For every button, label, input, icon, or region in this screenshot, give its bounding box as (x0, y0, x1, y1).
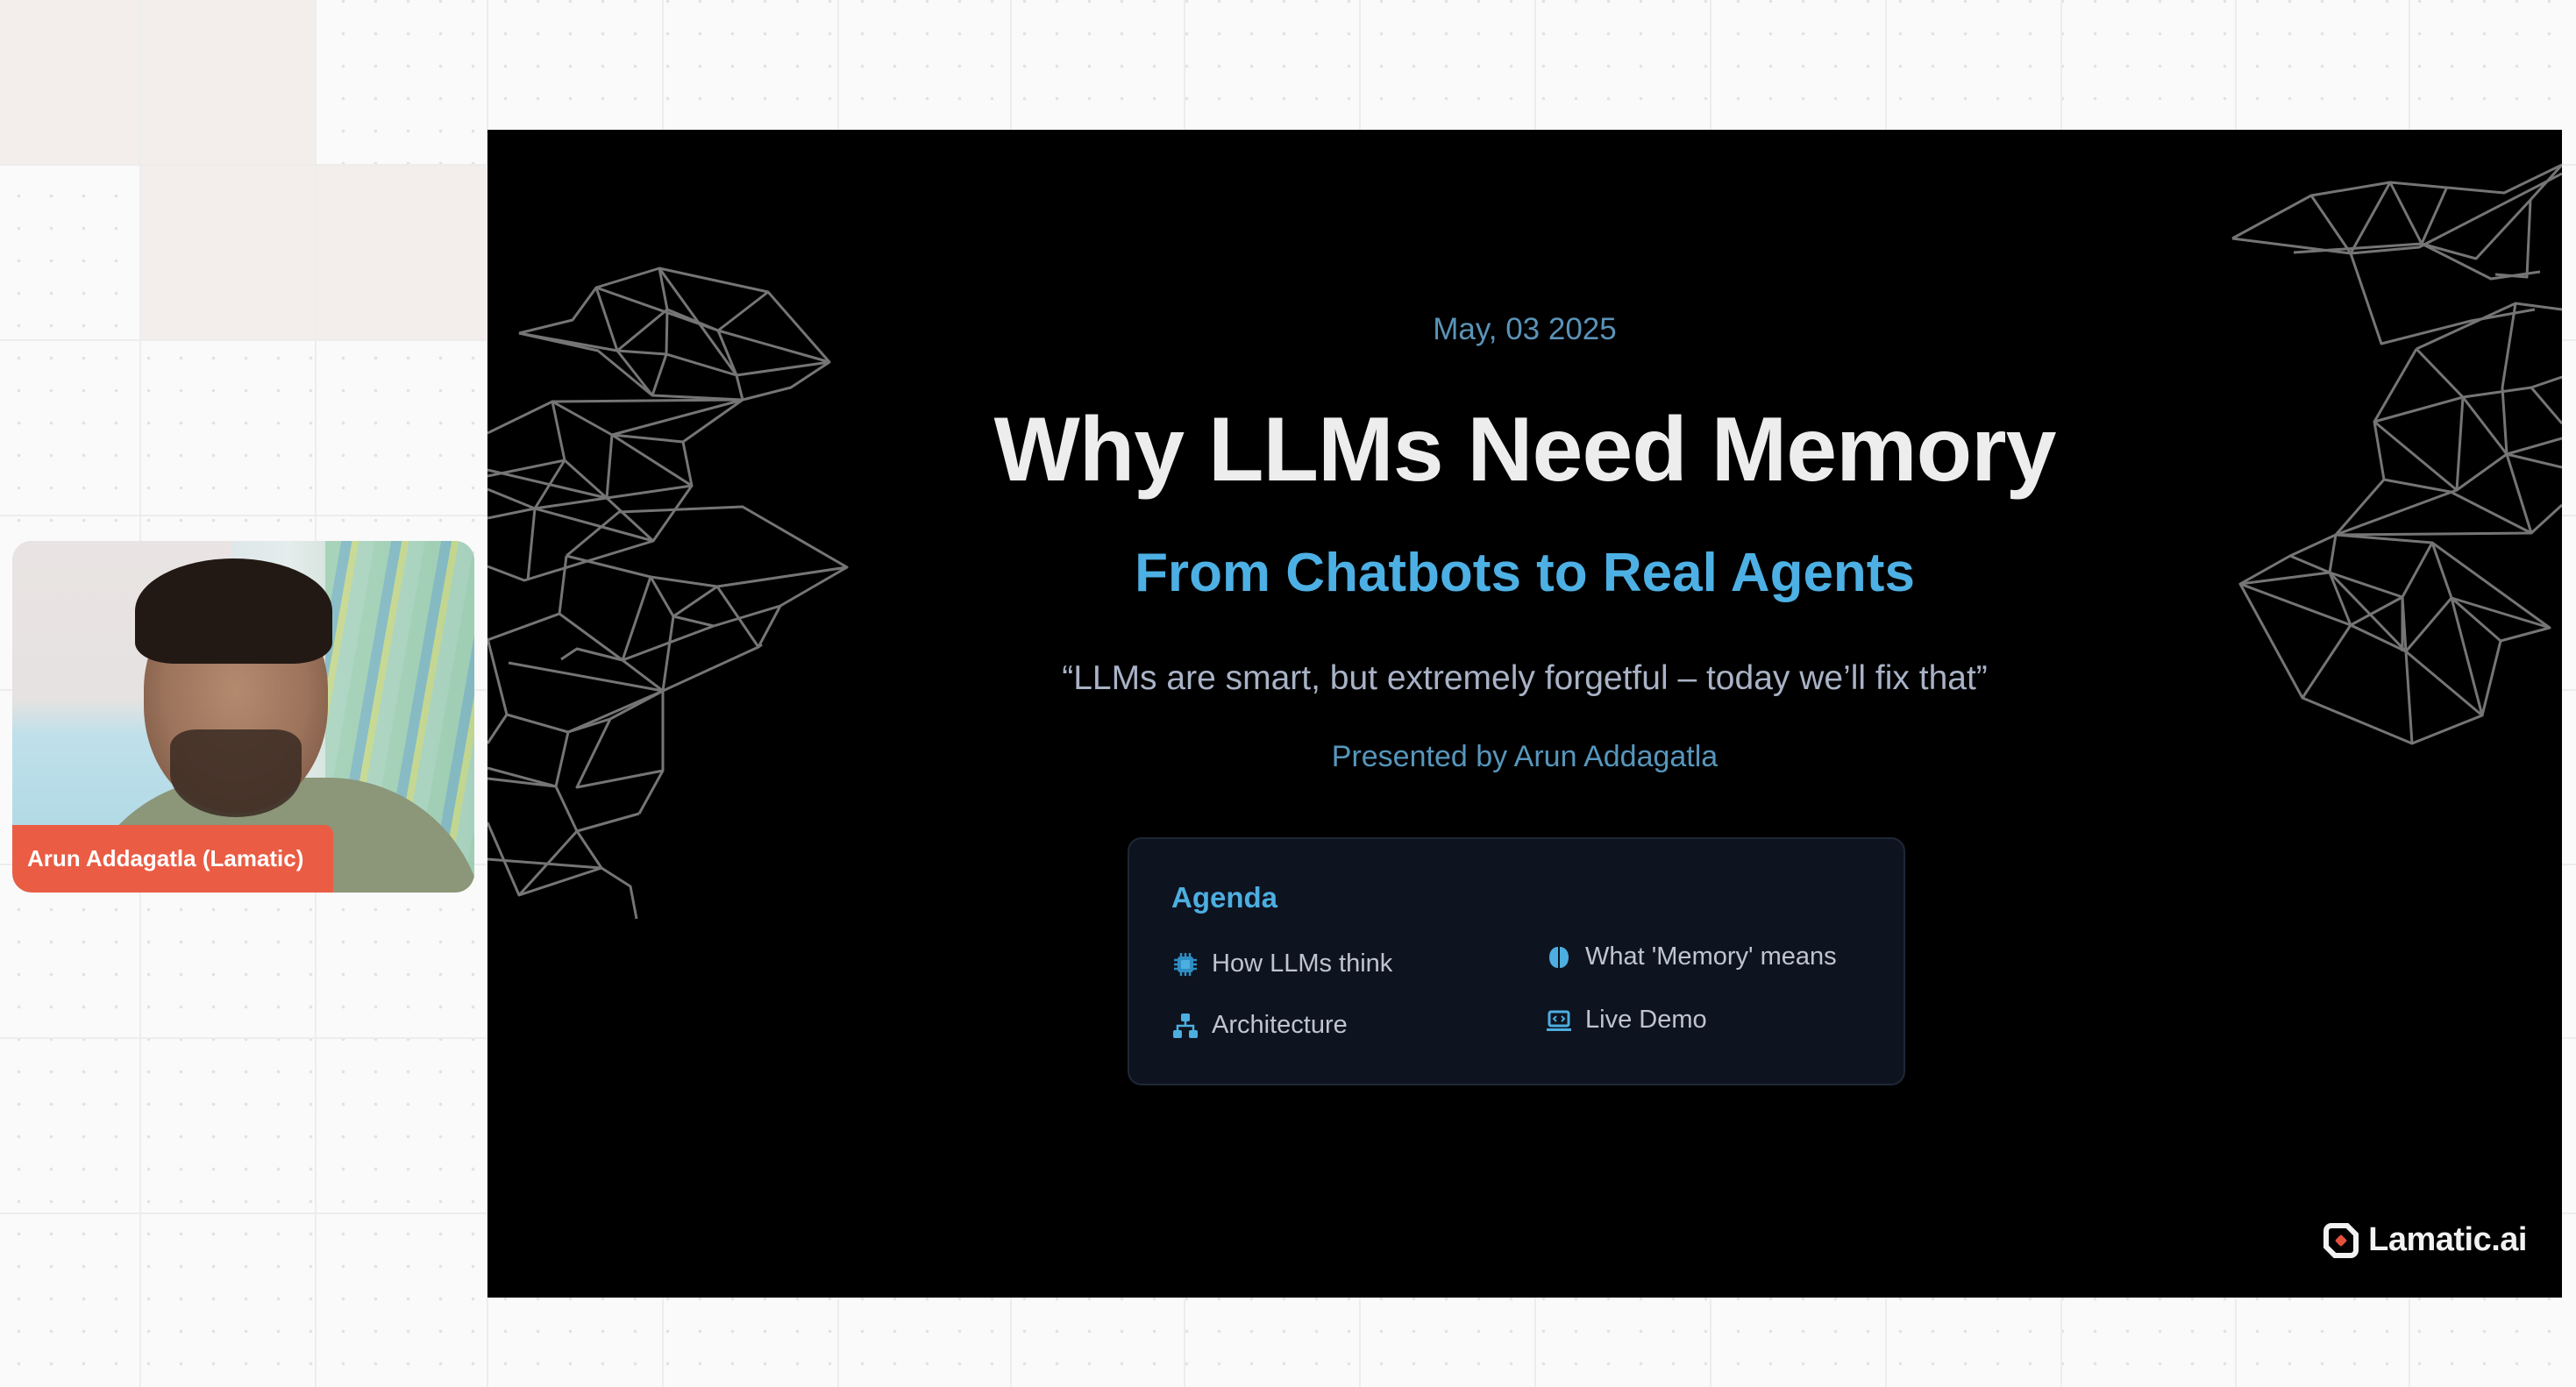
slide-presenter: Presented by Arun Addagatla (1331, 740, 1719, 773)
participant-video-hair (135, 558, 332, 664)
slide-subtitle: From Chatbots to Real Agents (1135, 543, 1915, 603)
agenda-heading: Agenda (1171, 881, 1278, 914)
agenda-item-label: Architecture (1212, 1011, 1348, 1039)
tinted-cell (316, 165, 487, 340)
sitemap-icon (1173, 1013, 1198, 1038)
tinted-cell (140, 165, 316, 340)
agenda-item-memory-means: What 'Memory' means (1545, 942, 1837, 971)
agenda-item-label: Live Demo (1585, 1006, 1707, 1034)
agenda-item-architecture: Architecture (1171, 1011, 1348, 1040)
slide-quote: “LLMs are smart, but extremely forgetful… (1062, 659, 1988, 697)
slide-date: May, 03 2025 (1433, 312, 1617, 346)
agenda-item-live-demo: Live Demo (1545, 1006, 1707, 1035)
agenda-card: Agenda How LLMs think What 'Memory' mean… (1128, 837, 1905, 1085)
agenda-item-how-llms-think: How LLMs think (1171, 950, 1392, 978)
lamatic-brand: Lamatic.ai (2323, 1221, 2527, 1259)
agenda-item-label: How LLMs think (1212, 950, 1393, 978)
participant-name-label: Arun Addagatla (Lamatic) (12, 825, 333, 893)
slide-title: Why LLMs Need Memory (993, 399, 2057, 501)
tinted-cell (140, 0, 316, 165)
shared-presentation-slide: May, 03 2025 Why LLMs Need Memory From C… (487, 130, 2562, 1298)
participant-video-beard (170, 729, 302, 817)
brand-name: Lamatic.ai (2368, 1221, 2527, 1258)
chip-icon (1174, 952, 1197, 976)
agenda-item-label: What 'Memory' means (1585, 942, 1837, 971)
lamatic-logo-icon (2323, 1222, 2359, 1258)
participant-video-tile[interactable]: Arun Addagatla (Lamatic) (12, 541, 474, 893)
wireframe-polygon-decoration (487, 163, 2562, 920)
brain-icon (1549, 946, 1569, 968)
laptop-code-icon (1547, 1010, 1571, 1031)
tinted-cell (0, 0, 140, 165)
